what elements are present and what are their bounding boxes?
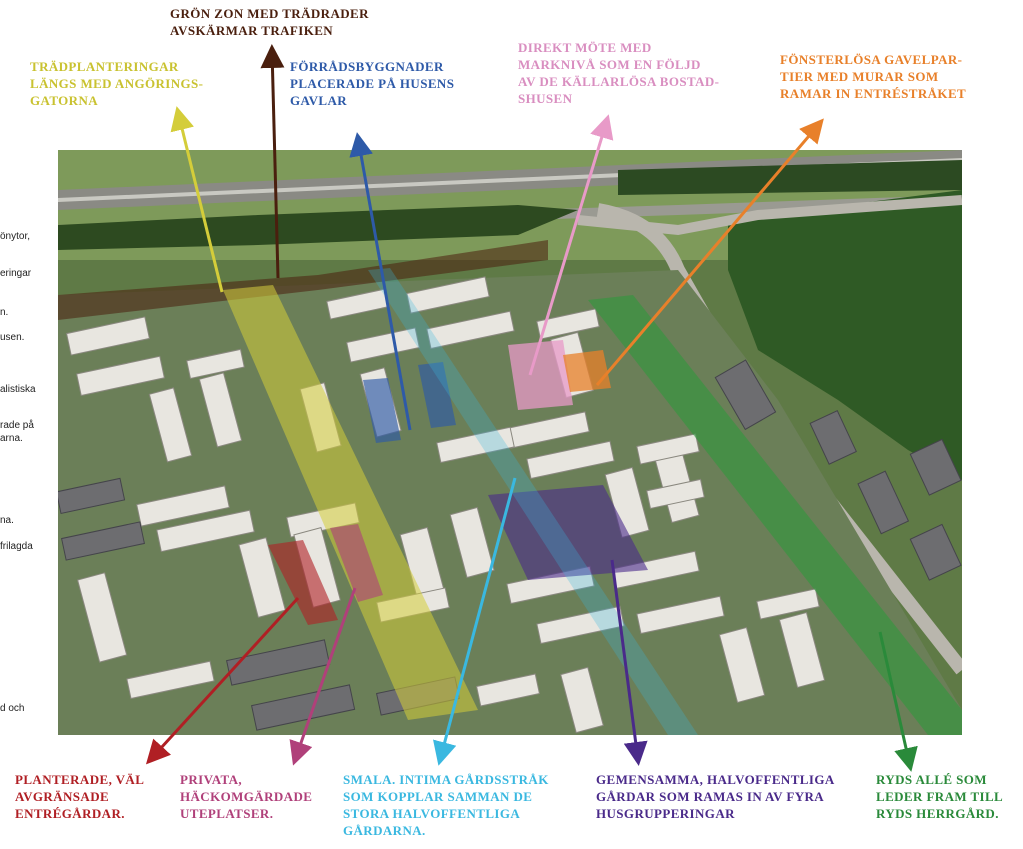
side-text-fragment: d och [0, 703, 25, 714]
label-windowless-gables: FÖNSTERLÖSA GAVELPAR- TIER MED MURAR SOM… [780, 52, 967, 101]
side-text-fragment: alistiska [0, 384, 36, 395]
label-direct-meeting: DIREKT MÖTE MED MARKNIVÅ SOM EN FÖLJD AV… [518, 40, 720, 106]
side-text-fragment: na. [0, 515, 14, 526]
label-narrow-paths: SMALA. INTIMA GÅRDSSTRÅK SOM KOPPLAR SAM… [343, 772, 549, 838]
side-text-fragment: arna. [0, 433, 23, 444]
aerial-photo [58, 150, 962, 735]
side-text-fragment: usen. [0, 332, 25, 343]
side-text-fragment: n. [0, 307, 9, 318]
side-text-fragment: frilagda [0, 541, 33, 552]
label-planted-entries: PLANTERADE, VÄL AVGRÄNSADE ENTRÉGÅRDAR. [15, 772, 145, 821]
label-private-patios: PRIVATA, HÄCKOMGÄRDADE UTEPLATSER. [180, 772, 313, 821]
label-ryds-alle: RYDS ALLÉ SOM LEDER FRAM TILL RYDS HERRG… [876, 772, 1004, 821]
label-storage-buildings: FÖRRÅDSBYGGNADER PLACERADE PÅ HUSENS GAV… [290, 59, 455, 108]
label-common-yards: GEMENSAMMA, HALVOFFENTLIGA GÅRDAR SOM RA… [596, 772, 835, 821]
label-green-zone: GRÖN ZON MED TRÄDRADER AVSKÄRMAR TRAFIKE… [170, 6, 369, 38]
side-text-fragment: eringar [0, 268, 32, 279]
label-tree-plantings: TRÄDPLANTERINGAR LÄNGS MED ANGÖRINGS- GA… [30, 59, 204, 108]
side-text-fragment: önytor, [0, 231, 31, 242]
side-text-fragment: rade på [0, 420, 34, 431]
